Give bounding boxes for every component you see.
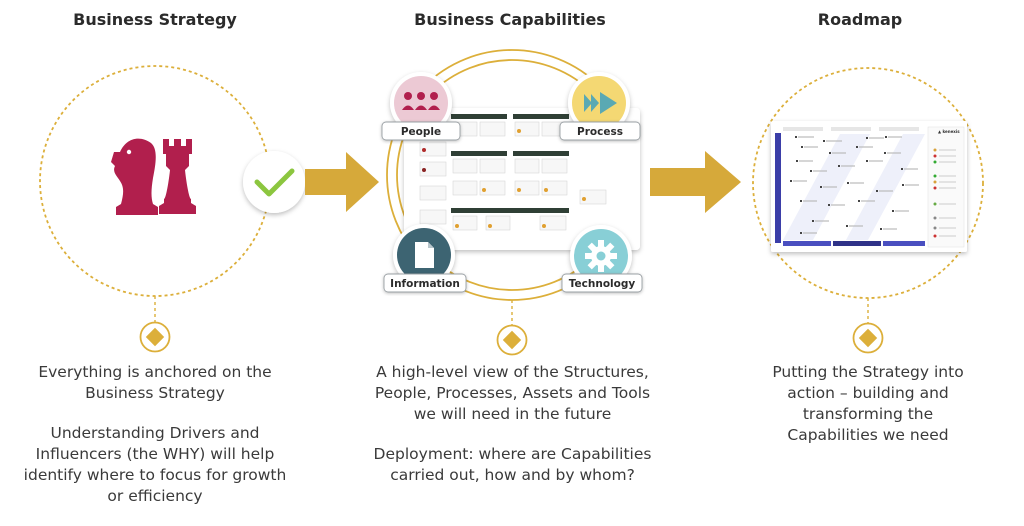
strategy-anchor-pin [139,296,171,353]
capabilities-title: Business Capabilities [414,10,606,29]
people-group-icon [402,92,440,110]
strategy-text-1: Everything is anchored on the Business S… [38,363,272,402]
roadmap-description: Putting the Strategy into action – build… [758,362,978,446]
capability-map-card [404,108,640,250]
svg-text:▲ kenexis: ▲ kenexis [938,129,960,134]
technology-label: Technology [569,278,636,290]
process-label: Process [577,126,623,138]
roadmap-title: Roadmap [817,10,903,29]
arrow-right-icon [650,151,741,213]
roadmap-anchor-pin [852,298,884,354]
arrow-right-icon [305,152,379,212]
technology-badge: Technology [561,225,643,293]
strategy-circle [39,65,271,297]
capabilities-description: A high-level view of the Structures, Peo… [365,362,660,486]
checkmark-icon [243,151,305,213]
people-label: People [401,126,441,138]
capabilities-anchor-pin [496,300,528,356]
document-icon [415,242,434,268]
capabilities-text-2: Deployment: where are Capabilities carri… [373,445,652,484]
fast-forward-icon [584,92,617,114]
chess-pieces-icon [111,138,196,215]
people-badge: People [381,72,461,141]
roadmap-card: ▲ kenexis [771,121,967,252]
information-badge: Information [383,224,467,293]
process-badge: Process [559,72,641,141]
roadmap-text-1: Putting the Strategy into action – build… [772,363,964,444]
strategy-text-2: Understanding Drivers and Influencers (t… [23,424,287,505]
capabilities-text-1: A high-level view of the Structures, Peo… [374,363,651,423]
strategy-description: Everything is anchored on the Business S… [20,362,290,507]
information-label: Information [390,278,460,290]
strategy-title: Business Strategy [73,10,237,29]
gear-icon [585,240,617,272]
